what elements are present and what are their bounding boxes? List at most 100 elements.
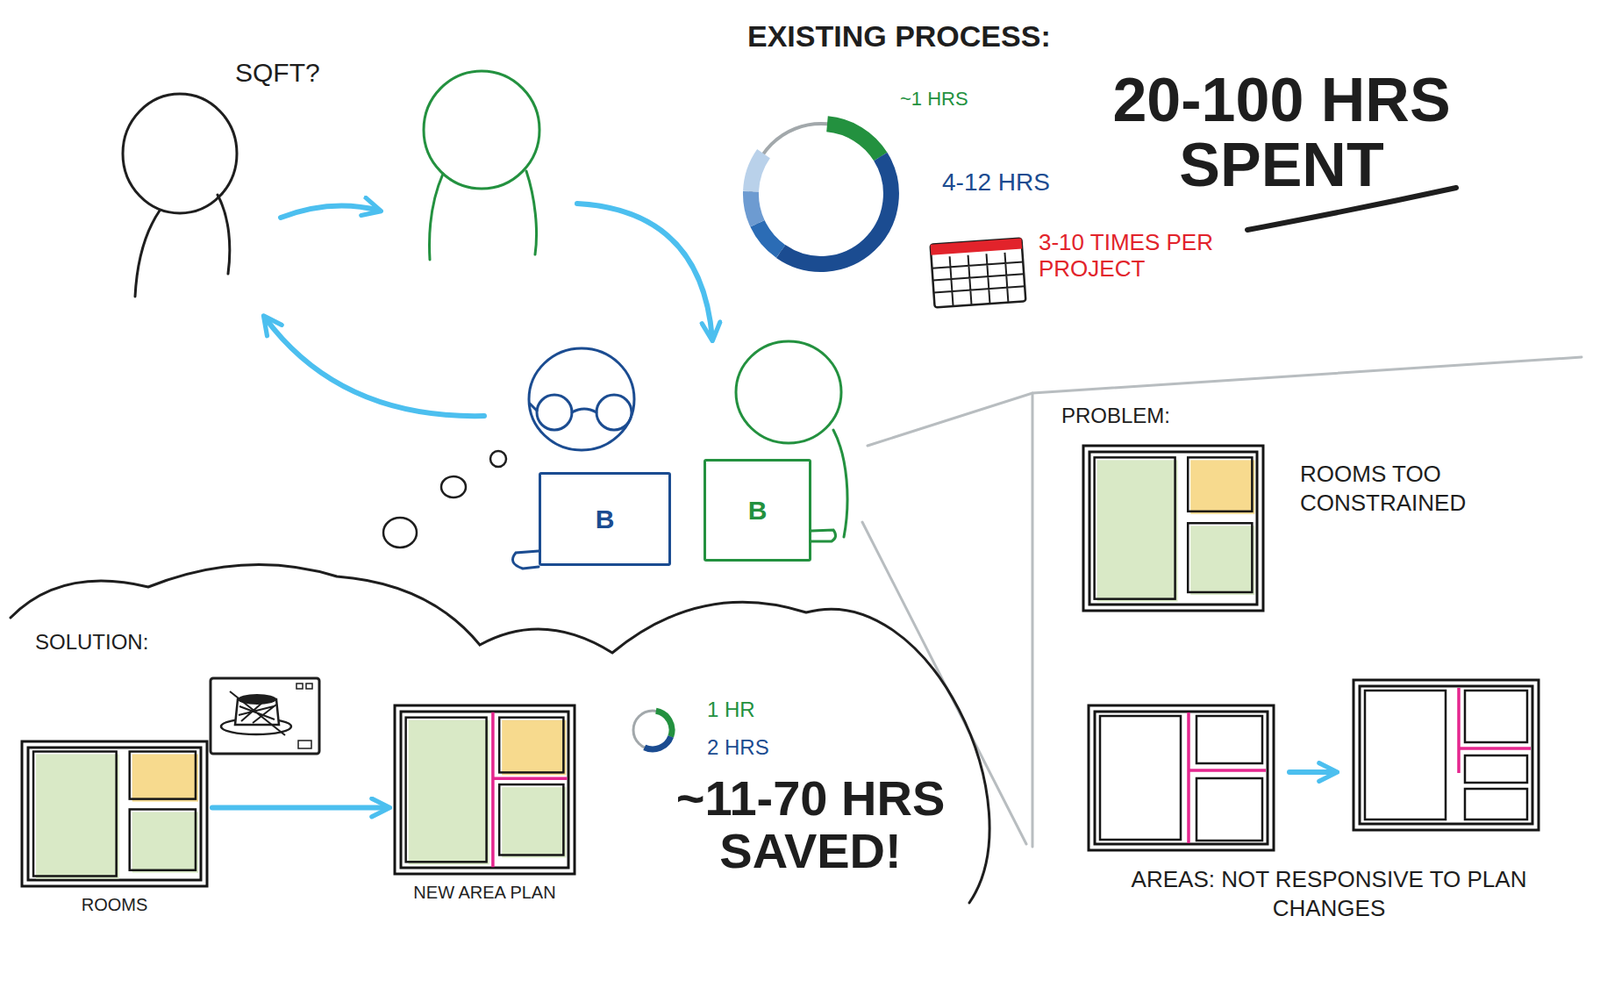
- flow-arrow: [280, 206, 379, 218]
- plan-room: [1464, 788, 1528, 820]
- chart-value: 2 HRS: [707, 735, 795, 760]
- plugin-icon: [210, 678, 320, 754]
- donut-chart: [750, 123, 892, 265]
- room-fill: [408, 720, 490, 865]
- thought-bubble: [383, 517, 417, 548]
- chart-value: 1 HR: [707, 697, 786, 722]
- plan-frame: [1089, 451, 1258, 605]
- floor-plan: [1353, 679, 1539, 830]
- node-label: PROBLEM:: [1061, 403, 1171, 429]
- cloud-line: [10, 564, 990, 903]
- person-body: [833, 429, 848, 537]
- node-label: ROOMS TOO CONSTRAINED: [1300, 459, 1555, 517]
- plan-room: [129, 808, 196, 870]
- plan-room: [1094, 457, 1176, 599]
- node-label: NEW AREA PLAN: [392, 882, 577, 903]
- donut-ring: [633, 710, 672, 750]
- area-boundary: [492, 712, 568, 867]
- person-hand: [811, 529, 836, 542]
- calendar-icon: [930, 237, 1027, 308]
- node-label: B: [595, 504, 615, 535]
- flow-arrows: [264, 203, 713, 416]
- room-fill: [501, 720, 566, 776]
- plan-room: [1464, 755, 1528, 783]
- person-body: [526, 171, 537, 255]
- node-label: B: [748, 495, 768, 526]
- person-head: [423, 71, 540, 189]
- laptop-box: B: [538, 471, 672, 566]
- connector-arrow: [212, 805, 388, 811]
- plan-room: [1364, 690, 1446, 820]
- person-head: [735, 341, 842, 443]
- thought-bubble: [441, 476, 466, 498]
- thought-bubble: [490, 450, 507, 467]
- donut-segment: [780, 157, 892, 265]
- chart-value: ~1 HRS: [900, 87, 1006, 111]
- headline-figure: ~11-70 HRS SAVED!: [652, 771, 969, 879]
- glasses: [571, 408, 597, 413]
- chart-value: 4-12 HRS: [942, 168, 1083, 197]
- person-figure: [423, 71, 540, 260]
- room-fill: [132, 811, 199, 872]
- plan-frame: [1094, 711, 1268, 844]
- person-head: [122, 93, 237, 214]
- frequency-note: 3-10 TIMES PER PROJECT: [1038, 229, 1215, 283]
- window-button: [298, 740, 312, 749]
- floor-plan: NEW AREA PLAN: [392, 703, 577, 876]
- flow-arrow: [577, 203, 713, 339]
- plan-room: [1196, 778, 1263, 841]
- node-label: ROOMS: [20, 894, 209, 915]
- room-fill: [1190, 459, 1255, 514]
- donut-ring: [750, 123, 892, 265]
- donut-segment: [750, 153, 765, 192]
- floor-plan-drawing: [392, 703, 577, 876]
- plan-room: [1187, 457, 1252, 511]
- plan-room: [1187, 522, 1252, 593]
- area-boundary: [1188, 712, 1266, 843]
- floor-plan: ROOMS TOO CONSTRAINED: [1081, 443, 1265, 613]
- plugin-window: [210, 678, 320, 754]
- node-label: SOLUTION:: [35, 629, 149, 655]
- plan-room: [1100, 715, 1181, 840]
- plan-frame: [1083, 445, 1264, 611]
- calendar-bar: [930, 237, 1023, 255]
- floor-plan: [1088, 705, 1274, 850]
- calendar-body: [930, 237, 1027, 308]
- floor-plan: ROOMS: [20, 739, 209, 888]
- laptop-box: B: [703, 458, 812, 562]
- plan-frame: [1088, 705, 1274, 850]
- donut-segment: [757, 223, 782, 252]
- floor-plan-drawing: [20, 739, 209, 888]
- room-fill: [1190, 525, 1255, 595]
- glasses: [536, 394, 572, 430]
- room-fill: [35, 754, 120, 879]
- plan-frame: [400, 711, 569, 868]
- person-figure: [122, 93, 237, 297]
- plan-room: [499, 717, 564, 773]
- plan-room: [499, 784, 564, 855]
- area-boundary: [1458, 687, 1531, 773]
- plan-room: [406, 717, 487, 863]
- plan-room: [33, 751, 117, 877]
- donut-chart: [633, 710, 672, 750]
- plan-frame: [1353, 679, 1539, 830]
- plan-frame: [21, 741, 208, 886]
- glasses: [596, 394, 632, 430]
- question-note: SQFT?: [235, 57, 341, 88]
- hat-scribble: [229, 691, 286, 736]
- callout-line: [1031, 392, 1035, 847]
- plan-room: [1464, 690, 1528, 743]
- window-button: [296, 683, 303, 689]
- headline-figure: 20-100 HRS SPENT: [1084, 68, 1479, 198]
- room-fill: [1097, 459, 1179, 601]
- plan-frame: [1359, 685, 1533, 824]
- section-heading: EXISTING PROCESS:: [747, 19, 1160, 54]
- person-leg: [512, 550, 539, 569]
- person-head: [528, 348, 635, 450]
- plan-frame: [28, 747, 201, 880]
- donut-segment: [644, 736, 672, 750]
- room-fill: [132, 754, 199, 802]
- person-body: [217, 194, 230, 274]
- callout-line: [867, 357, 1582, 446]
